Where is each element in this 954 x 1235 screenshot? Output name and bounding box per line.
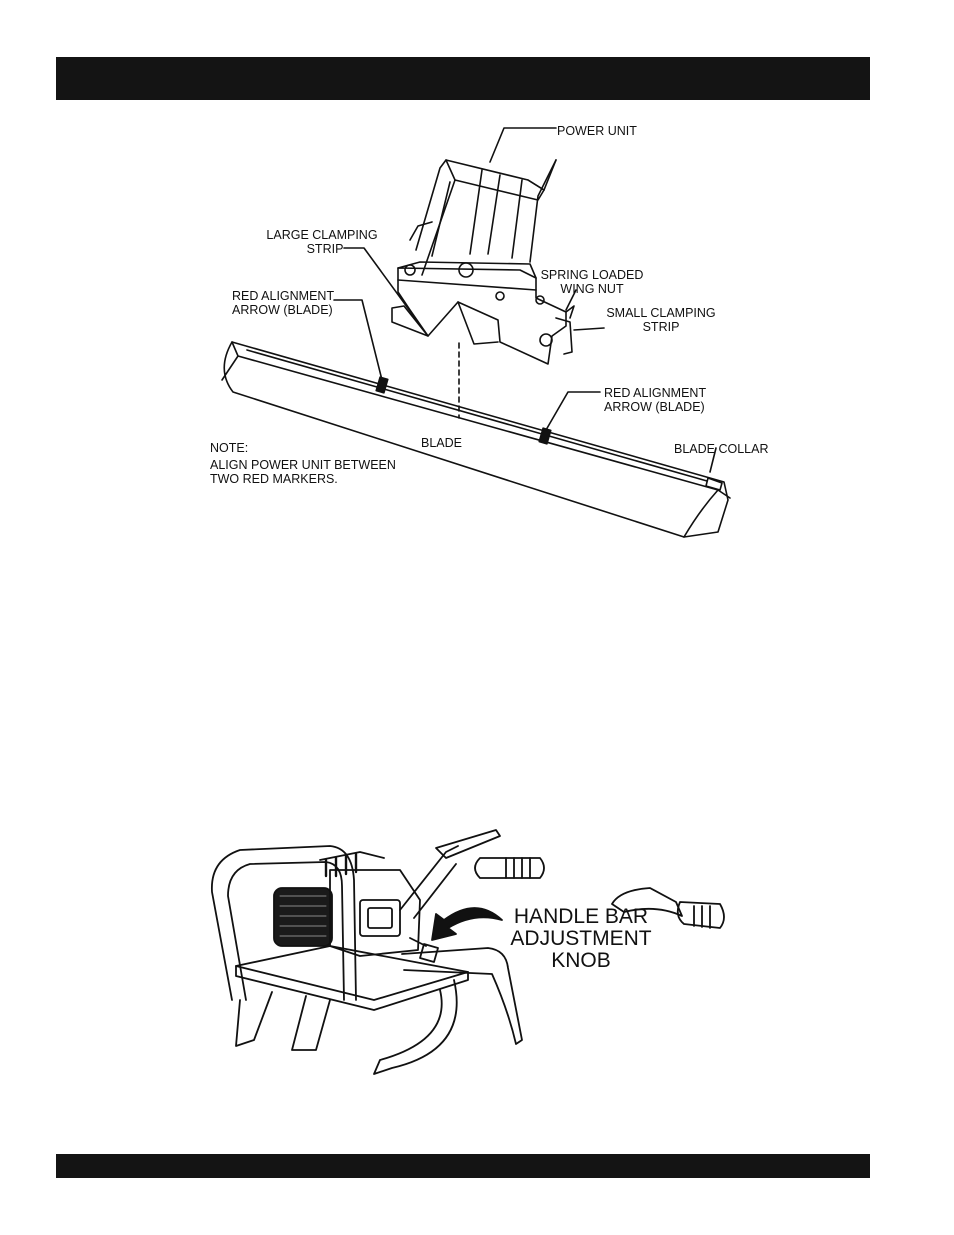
label-line: KNOB xyxy=(504,950,658,972)
handle-grip xyxy=(475,858,544,878)
rotation-arrow xyxy=(432,908,502,940)
engine-shroud xyxy=(274,888,332,946)
label-line: HANDLE BAR xyxy=(504,906,658,928)
label-line: ADJUSTMENT xyxy=(504,928,658,950)
frame-leg-left xyxy=(236,992,272,1046)
frame-leg-right xyxy=(374,980,457,1074)
label-handle-bar-adjustment-knob: HANDLE BAR ADJUSTMENT KNOB xyxy=(504,906,658,972)
frame-leg-mid xyxy=(292,996,330,1050)
footer-bar xyxy=(56,1154,870,1178)
